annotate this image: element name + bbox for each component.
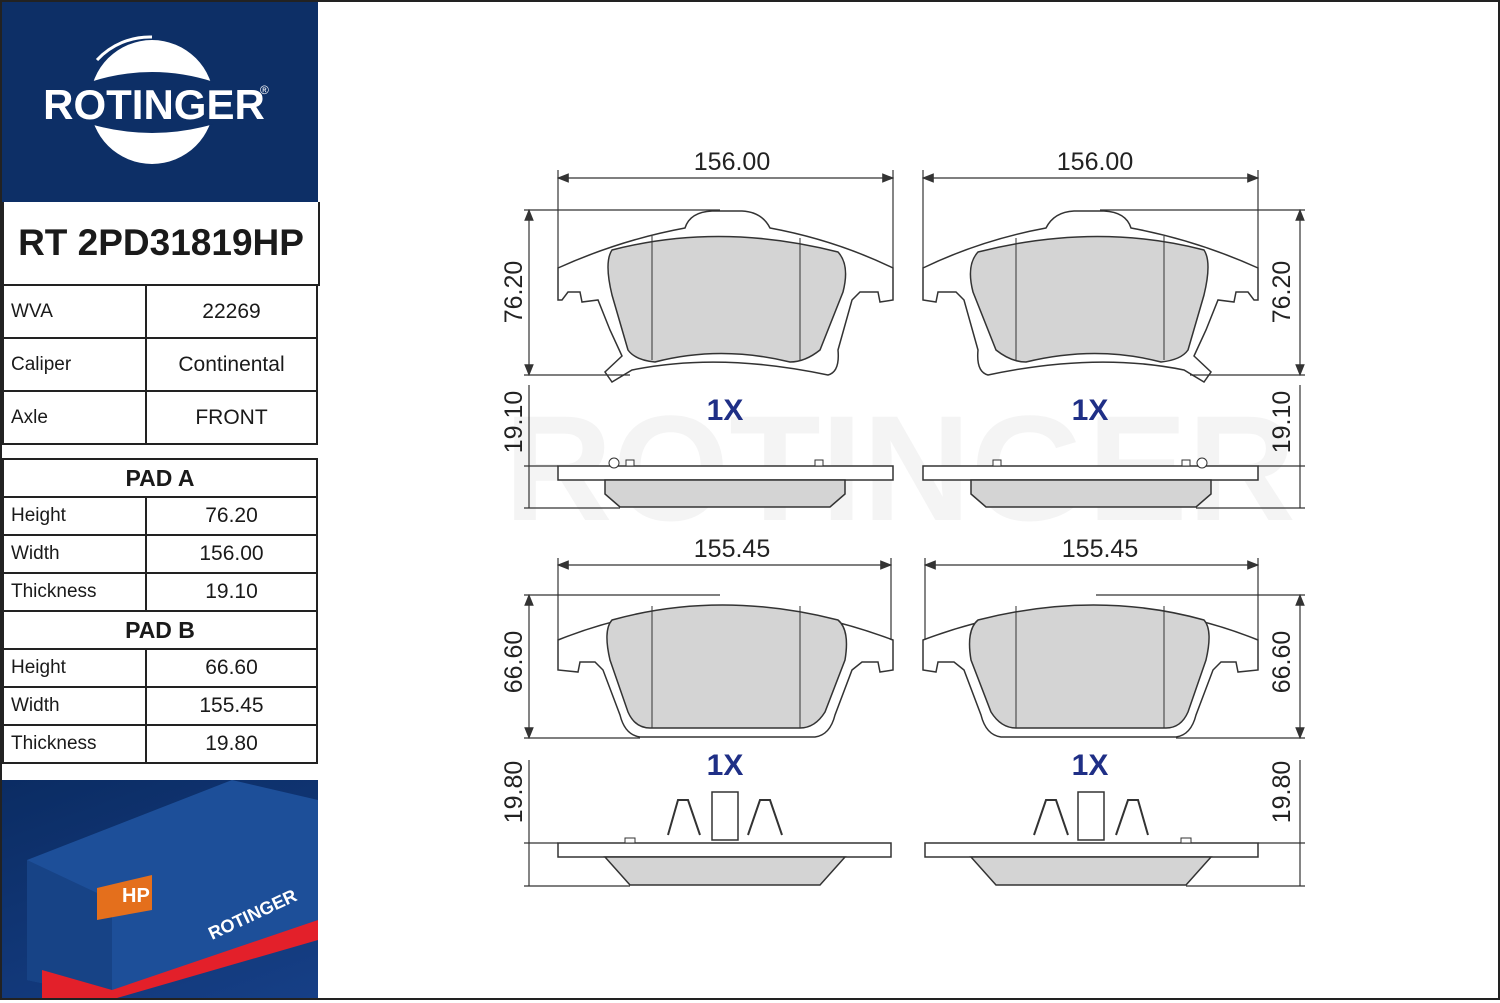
pad-b-right-drawing [922,604,1259,886]
svg-text:HP: HP [122,885,150,907]
part-number: RT 2PD31819HP [2,202,320,286]
pad-a-quantity: 1X [1072,394,1109,427]
brand-logo: ROTINGER ® [2,2,318,202]
pad-b-thickness-label: 19.80 [500,761,528,824]
pad-a-quantity: 1X [707,394,744,427]
pad-b-left-drawing [557,604,894,886]
rotinger-logo-icon: ROTINGER ® [43,35,269,164]
pad-b-quantity: 1X [707,749,744,782]
pad-b-width-label: 155.45 [694,535,770,563]
dimension-lines [524,170,1305,887]
pad-a-width-label: 156.00 [1057,148,1133,176]
pad-a-heading: PAD A [2,458,318,498]
technical-drawing: ROTINGER 156.00 156.00 76.20 76.20 19.10… [500,148,1305,887]
pad-b-width-label: 155.45 [1062,535,1138,563]
pad-a-width-label: 156.00 [694,148,770,176]
pad-a-height-label: 76.20 [1268,261,1296,324]
pad-b-heading: PAD B [2,610,318,650]
pad-a-height-label: 76.20 [500,261,528,324]
pad-a-thickness-label: 19.10 [1268,391,1296,454]
svg-text:®: ® [260,83,269,97]
pad-b-height-label: 66.60 [500,631,528,694]
pad-a-thickness-label: 19.10 [500,391,528,454]
pad-b-thickness-label: 19.80 [1268,761,1296,824]
pad-b-quantity: 1X [1072,749,1109,782]
svg-text:ROTINGER: ROTINGER [43,81,265,128]
pad-b-height-label: 66.60 [1268,631,1296,694]
package-image: HP ROTINGER [2,780,318,998]
